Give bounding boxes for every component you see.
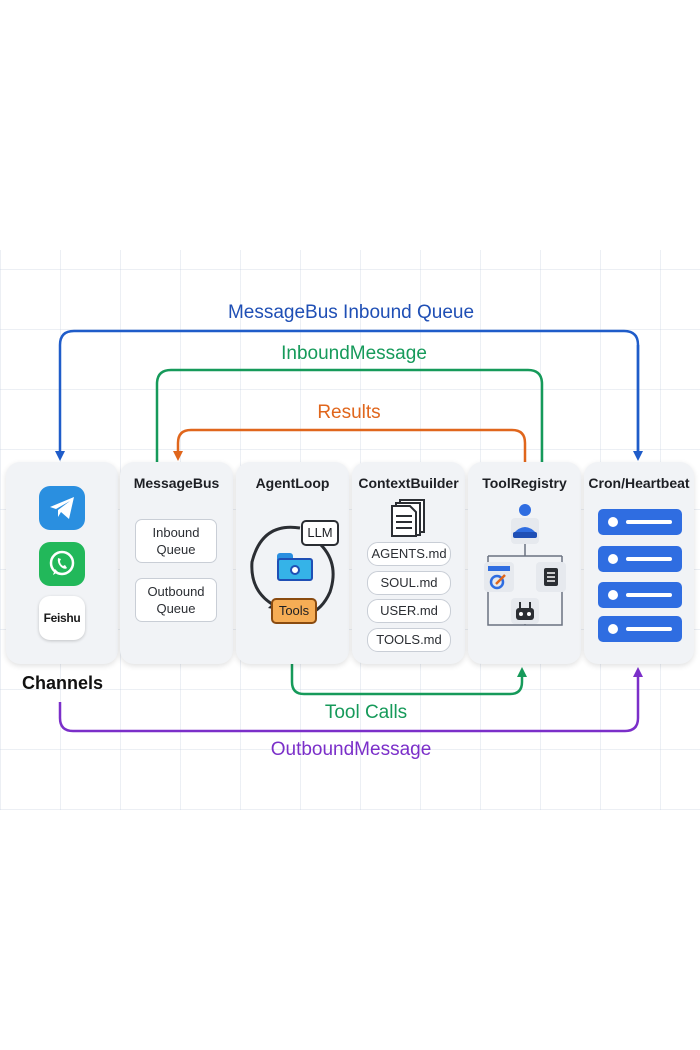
llm-chip: LLM	[301, 520, 339, 546]
contextbuilder-panel: ContextBuilder AGENTS.md SOUL.md USER.md…	[352, 462, 465, 664]
agentloop-panel: AgentLoop LLM Tools	[236, 462, 349, 664]
cron-job-1	[598, 509, 682, 535]
agentloop-title: AgentLoop	[255, 475, 330, 491]
messagebus-title: MessageBus	[133, 475, 220, 491]
inbound-queue-label: MessageBus Inbound Queue	[227, 302, 475, 323]
documents-icon	[391, 499, 425, 537]
outbound-message-arrow	[58, 667, 643, 733]
outbound-message-label: OutboundMessage	[270, 739, 432, 760]
messagebus-panel: MessageBus Inbound Queue Outbound Queue	[120, 462, 233, 664]
folder-icon	[277, 553, 313, 581]
channels-panel: Feishu	[6, 462, 118, 664]
feishu-text: Feishu	[43, 611, 81, 625]
file-agents: AGENTS.md	[367, 542, 451, 566]
results-arrow	[173, 428, 527, 462]
toolregistry-panel: ToolRegistry	[468, 462, 581, 664]
cron-job-2	[598, 546, 682, 572]
contextbuilder-title: ContextBuilder	[358, 475, 459, 491]
whatsapp-icon	[39, 542, 85, 586]
tools-chip: Tools	[271, 598, 317, 624]
tool-calls-arrow	[290, 664, 527, 696]
feishu-icon: Feishu	[39, 596, 85, 640]
tool-calls-label: Tool Calls	[324, 702, 408, 723]
inbound-queue-arrow	[55, 329, 640, 461]
inbound-message-arrow	[155, 368, 544, 462]
telegram-icon	[39, 486, 85, 530]
file-user: USER.md	[367, 599, 451, 623]
cron-panel: Cron/Heartbeat	[584, 462, 694, 664]
inbound-queue-box: Inbound Queue	[135, 519, 217, 563]
tool-network-icon	[484, 504, 566, 626]
cron-job-4	[598, 616, 682, 642]
toolregistry-title: ToolRegistry	[482, 475, 567, 491]
file-soul: SOUL.md	[367, 571, 451, 595]
outbound-queue-box: Outbound Queue	[135, 578, 217, 622]
channels-label: Channels	[22, 673, 104, 693]
file-tools: TOOLS.md	[367, 628, 451, 652]
cron-job-3	[598, 582, 682, 608]
inbound-message-label: InboundMessage	[281, 343, 427, 364]
results-label: Results	[317, 402, 381, 423]
cron-title: Cron/Heartbeat	[588, 475, 690, 491]
